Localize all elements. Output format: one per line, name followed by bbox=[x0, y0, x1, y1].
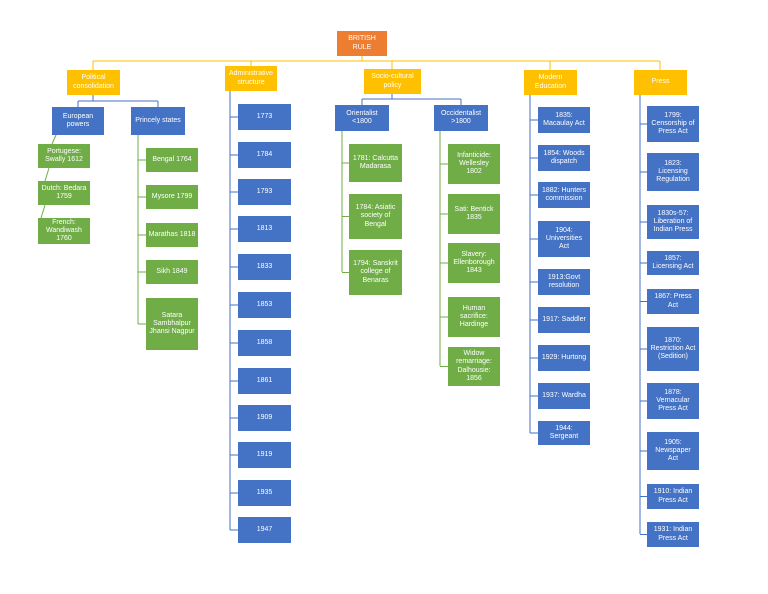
education-item: 1854: Woods dispatch bbox=[538, 145, 590, 171]
european-connector-0 bbox=[51, 134, 57, 145]
administrative-year-item: 1833 bbox=[238, 254, 291, 280]
princely-state-item: Marathas 1818 bbox=[146, 223, 198, 247]
education-item: 1917: Saddler bbox=[538, 307, 590, 333]
orientalist-item: 1794: Sanskrit college of Benaras bbox=[349, 250, 402, 295]
press-item: 1870: Restriction Act (Sedition) bbox=[647, 327, 699, 371]
press-item: 1857: Licensing Act bbox=[647, 251, 699, 275]
education-item: 1882: Hunters commission bbox=[538, 182, 590, 208]
orientalist-item: 1781: Calcutta Madarasa bbox=[349, 144, 402, 182]
administrative-year-item: 1813 bbox=[238, 216, 291, 242]
category-socio-cultural-policy: Socio-cultural policy bbox=[364, 69, 421, 94]
category-modern-education: Modern Education bbox=[524, 70, 577, 95]
administrative-year-item: 1935 bbox=[238, 480, 291, 506]
princely-state-item: Bengal 1764 bbox=[146, 148, 198, 172]
root-node: BRITISH RULE bbox=[337, 31, 387, 56]
princely-state-item: Satara Sambhalpur Jhansi Nagpur bbox=[146, 298, 198, 350]
administrative-year-item: 1909 bbox=[238, 405, 291, 431]
princely-states-node: Princely states bbox=[131, 107, 185, 135]
category-administrative-structure: Administrative structure bbox=[225, 66, 277, 91]
administrative-year-item: 1793 bbox=[238, 179, 291, 205]
press-item: 1830s-57: Liberation of Indian Press bbox=[647, 205, 699, 239]
press-item: 1931: Indian Press Act bbox=[647, 522, 699, 547]
occidentalist-item: Infanticide: Wellesley 1802 bbox=[448, 144, 500, 184]
press-item: 1867: Press Act bbox=[647, 289, 699, 314]
education-item: 1904: Universities Act bbox=[538, 221, 590, 257]
occidentalist-item: Slavery: Ellenborough 1843 bbox=[448, 243, 500, 283]
education-item: 1937: Wardha bbox=[538, 383, 590, 409]
european-power-item: French: Wandiwash 1760 bbox=[38, 218, 90, 244]
administrative-year-item: 1919 bbox=[238, 442, 291, 468]
administrative-year-item: 1784 bbox=[238, 142, 291, 168]
category-press: Press bbox=[634, 70, 687, 95]
category-political-consolidation: Political consolidation bbox=[67, 70, 120, 95]
administrative-year-item: 1773 bbox=[238, 104, 291, 130]
occidentalist-item: Widow remarriage: Dalhousie: 1856 bbox=[448, 347, 500, 386]
administrative-year-item: 1858 bbox=[238, 330, 291, 356]
administrative-year-item: 1947 bbox=[238, 517, 291, 543]
education-item: 1913:Govt resolution bbox=[538, 269, 590, 295]
administrative-year-item: 1861 bbox=[238, 368, 291, 394]
press-item: 1878: Vernacular Press Act bbox=[647, 383, 699, 419]
press-item: 1799: Censorship of Press Act bbox=[647, 106, 699, 142]
press-item: 1910: Indian Press Act bbox=[647, 484, 699, 509]
administrative-year-item: 1853 bbox=[238, 292, 291, 318]
press-item: 1823: Licensing Regulation bbox=[647, 153, 699, 191]
occidentalist-node: Occidentalist >1800 bbox=[434, 105, 488, 131]
orientalist-item: 1784: Asiatic society of Bengal bbox=[349, 194, 402, 239]
european-power-item: Portugese: Swally 1612 bbox=[38, 144, 90, 168]
princely-state-item: Mysore 1799 bbox=[146, 185, 198, 209]
european-power-item: Dutch: Bedara 1759 bbox=[38, 181, 90, 205]
european-connector-2 bbox=[40, 204, 46, 219]
european-connector-1 bbox=[44, 167, 50, 182]
occidentalist-item: Human sacrifice: Hardinge bbox=[448, 297, 500, 337]
education-item: 1944: Sergeant bbox=[538, 421, 590, 445]
education-item: 1835: Macaulay Act bbox=[538, 107, 590, 133]
press-item: 1905: Newspaper Act bbox=[647, 432, 699, 470]
occidentalist-item: Sati: Bentick 1835 bbox=[448, 194, 500, 234]
european-powers-node: European powers bbox=[52, 107, 104, 135]
princely-state-item: Sikh 1849 bbox=[146, 260, 198, 284]
education-item: 1929: Hurtong bbox=[538, 345, 590, 371]
orientalist-node: Orientalist <1800 bbox=[335, 105, 389, 131]
